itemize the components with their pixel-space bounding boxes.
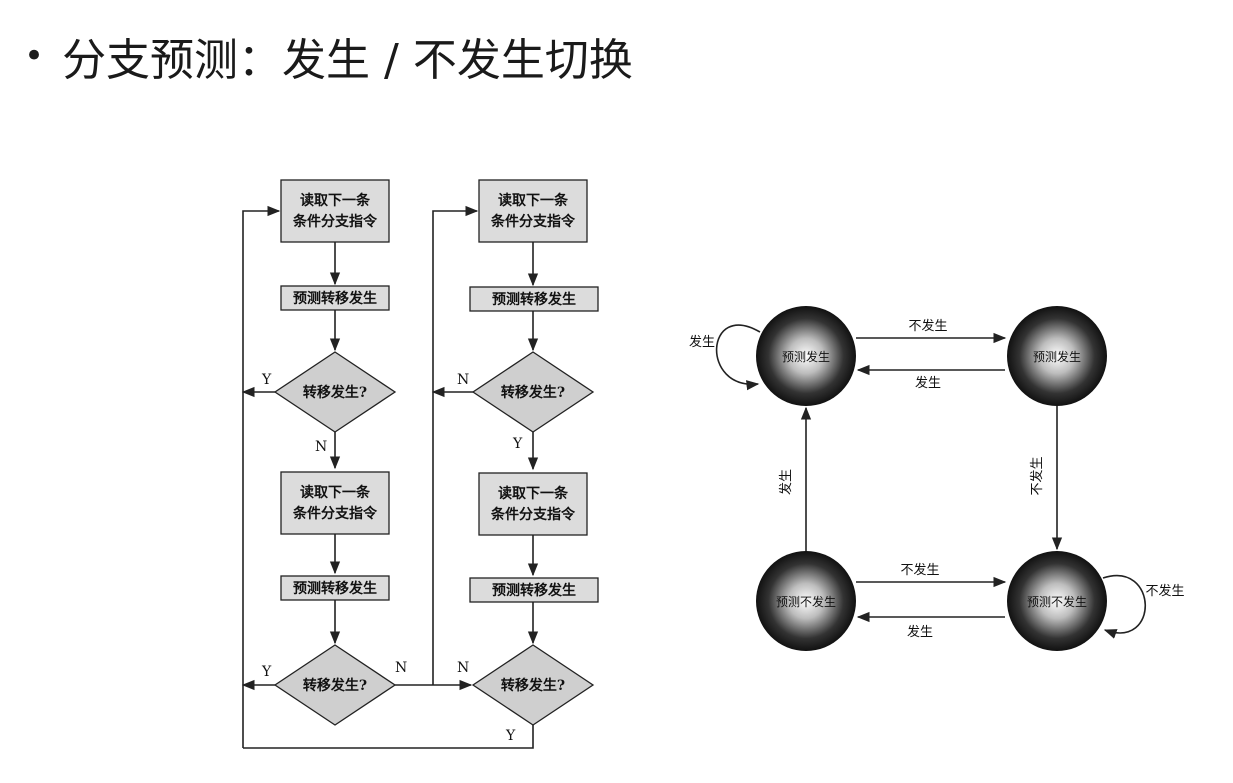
state-weak-taken	[1007, 306, 1107, 406]
slide-title: • 分支预测：发生 / 不发生切换	[24, 26, 633, 86]
predict-box-1-text: 预测转移发生	[293, 290, 377, 307]
predict-box-4	[469, 577, 599, 603]
state-weak-not-taken	[756, 551, 856, 651]
read-box-4-line1: 读取下一条	[498, 485, 569, 502]
read-box-2-line1: 读取下一条	[300, 484, 371, 501]
read-box-3	[478, 179, 588, 243]
predict-box-4-text: 预测转移发生	[492, 582, 576, 599]
predict-box-3-text: 预测转移发生	[492, 291, 576, 308]
predict-box-2	[280, 575, 390, 601]
state-strong-not-taken	[1007, 551, 1107, 651]
decision-4-text: 转移发生?	[501, 677, 565, 694]
edge-top-taken: 发生	[915, 375, 941, 391]
decision-2-no: N	[395, 660, 407, 676]
slide-title-text: 分支预测：发生 / 不发生切换	[62, 35, 633, 86]
state-weak-not-taken-label: 预测不发生	[776, 594, 836, 609]
self-loop-not-taken	[1102, 574, 1146, 639]
decision-1-no: N	[315, 439, 327, 455]
decision-2-text: 转移发生?	[303, 677, 367, 694]
state-strong-not-taken-label: 预测不发生	[1027, 594, 1087, 609]
state-weak-taken-label: 预测发生	[1033, 349, 1081, 364]
read-box-4-line2: 条件分支指令	[490, 506, 576, 523]
decision-1-text: 转移发生?	[303, 384, 367, 401]
decision-2	[273, 644, 397, 726]
edge-bottom-not-taken: 不发生	[900, 562, 939, 578]
read-box-2-line2: 条件分支指令	[292, 505, 378, 522]
decision-4-yes: Y	[505, 728, 516, 744]
decision-2-yes: Y	[261, 664, 272, 680]
read-box-1-line1: 读取下一条	[300, 192, 371, 209]
read-box-4	[478, 472, 588, 536]
self-loop-not-taken-label: 不发生	[1145, 583, 1184, 599]
self-loop-taken-label: 发生	[689, 334, 715, 350]
state-strong-taken-label: 预测发生	[782, 349, 830, 364]
read-box-1	[280, 179, 390, 243]
edge-top-not-taken: 不发生	[908, 318, 947, 334]
decision-3-text: 转移发生?	[501, 384, 565, 401]
edge-bottom-taken: 发生	[907, 624, 933, 640]
decision-3-yes: Y	[512, 436, 523, 452]
predict-box-3	[469, 286, 599, 312]
bullet-icon: •	[24, 36, 45, 76]
flowchart-right: 读取下一条 条件分支指令 预测转移发生 转移发生? N Y 读取下一条 条件分支…	[457, 179, 599, 744]
read-box-3-line1: 读取下一条	[498, 192, 569, 209]
state-diagram: 预测发生 预测发生 预测不发生 预测不发生 不发生 发生 不发生 发生 不发生 …	[689, 306, 1185, 651]
edge-right-not-taken: 不发生	[1029, 456, 1045, 495]
read-box-3-line2: 条件分支指令	[490, 213, 576, 230]
predict-box-2-text: 预测转移发生	[293, 580, 377, 597]
decision-4-no: N	[457, 660, 469, 676]
decision-1-yes: Y	[261, 372, 272, 388]
decision-3-no: N	[457, 372, 469, 388]
edge-left-taken: 发生	[778, 469, 794, 495]
read-box-2	[280, 471, 390, 535]
state-strong-taken	[756, 306, 856, 406]
flowchart-left: 读取下一条 条件分支指令 预测转移发生 转移发生? Y N 读取下一条 条件分支…	[261, 179, 407, 726]
read-box-1-line2: 条件分支指令	[292, 213, 378, 230]
self-loop-taken	[715, 324, 761, 391]
